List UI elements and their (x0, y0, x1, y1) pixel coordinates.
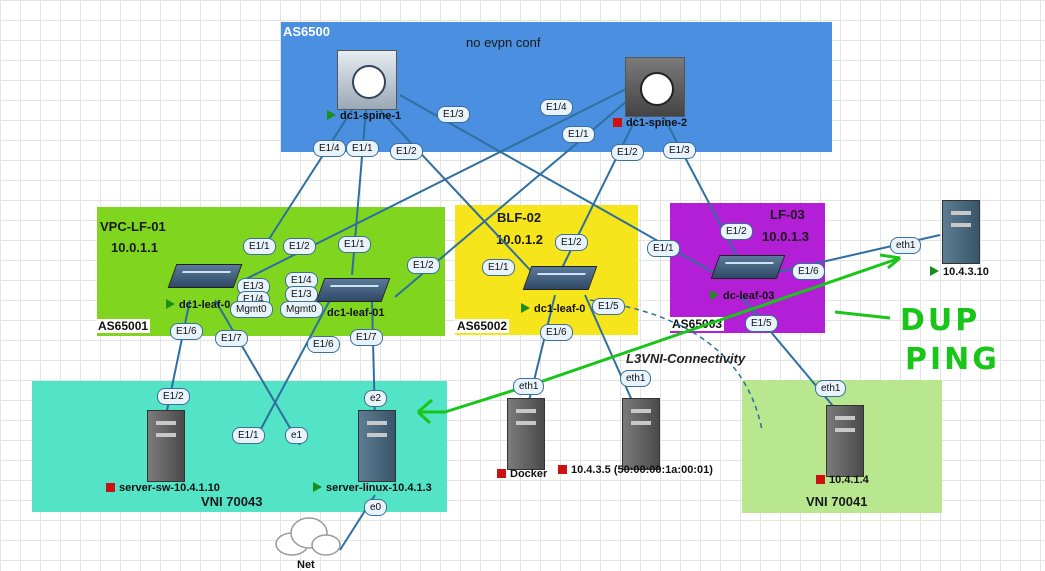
vni41-label: VNI 70041 (806, 494, 868, 509)
port-label: Mgmt0 (230, 301, 273, 318)
status-up-icon (710, 290, 719, 300)
host435-label: 10.4.3.5 (50:00:00:1a:00:01) (558, 464, 713, 476)
link-l1-lin (214, 299, 301, 446)
server-sw-icon[interactable] (147, 410, 185, 482)
blf-as-label: AS65002 (455, 319, 510, 333)
lf03-ip: 10.0.1.3 (762, 229, 809, 244)
server-linux-label: server-linux-10.4.1.3 (313, 482, 432, 494)
port-label: E1/6 (792, 263, 825, 280)
spine-note: no evpn conf (466, 35, 541, 50)
port-label: e1 (285, 427, 309, 444)
blf-title: BLF-02 (497, 210, 542, 225)
port-label: E1/3 (663, 142, 696, 159)
status-up-icon (313, 482, 322, 492)
port-label: E1/6 (540, 324, 573, 341)
host414-server-icon[interactable] (826, 405, 864, 477)
status-down-icon (613, 118, 622, 127)
port-label: E1/1 (338, 236, 371, 253)
port-label: e0 (364, 499, 388, 516)
net-label: Net (297, 559, 315, 571)
status-up-icon (327, 110, 336, 120)
host414-label: 10.4.1.4 (816, 474, 869, 486)
port-label: E1/1 (647, 240, 680, 257)
blf-ip: 10.0.1.2 (496, 232, 543, 247)
host4310-server-icon[interactable] (942, 200, 980, 264)
port-label: eth1 (890, 237, 922, 254)
spine2-label: dc1-spine-2 (613, 117, 687, 129)
ping-arrow-head-left (416, 398, 445, 425)
port-label: E1/1 (243, 238, 276, 255)
l3vni-annotation: L3VNI-Connectivity (626, 351, 746, 366)
port-label: E1/2 (157, 388, 190, 405)
lf03-title: LF-03 (770, 207, 805, 222)
handwritten-dup: DUP (900, 303, 981, 338)
leaf03-label: dc-leaf-03 (710, 290, 774, 302)
port-label: E1/1 (562, 126, 595, 143)
status-down-icon (106, 483, 115, 492)
leaf01a-label: dc1-leaf-0 (166, 299, 230, 311)
status-up-icon (166, 299, 175, 309)
vpc-title: VPC-LF-01 (100, 219, 166, 234)
link-s1-l1a (261, 109, 353, 251)
vni43-label: VNI 70043 (201, 494, 263, 509)
port-label: E1/1 (482, 259, 515, 276)
port-label: e2 (364, 390, 388, 407)
leaf01b-label: dc1-leaf-01 (327, 307, 385, 319)
port-label: E1/4 (540, 99, 573, 116)
host4310-label: 10.4.3.10 (930, 266, 989, 278)
ping-swoosh (834, 310, 891, 320)
status-down-icon (497, 469, 506, 478)
host435-server-icon[interactable] (622, 398, 660, 470)
spine1-switch-icon[interactable] (337, 50, 397, 110)
port-label: E1/1 (232, 427, 265, 444)
status-down-icon (558, 465, 567, 474)
port-label: E1/2 (720, 223, 753, 240)
status-up-icon (521, 303, 530, 313)
docker-server-icon[interactable] (507, 398, 545, 470)
port-label: E1/7 (215, 330, 248, 347)
lf03-as-label: AS65003 (670, 317, 725, 331)
l3vni-dashed-link (589, 299, 763, 431)
status-down-icon (816, 475, 825, 484)
port-label: E1/2 (283, 238, 316, 255)
port-label: E1/5 (592, 298, 625, 315)
spine1-label: dc1-spine-1 (327, 110, 401, 122)
port-label: E1/7 (350, 329, 383, 346)
link-l1b-sw (254, 299, 331, 441)
server-linux-icon[interactable] (358, 410, 396, 482)
spine2-switch-icon[interactable] (625, 57, 685, 117)
port-label: E1/3 (437, 106, 470, 123)
status-up-icon (930, 266, 939, 276)
port-label: E1/6 (170, 323, 203, 340)
docker-label: Docker (497, 468, 547, 480)
net-cloud-icon (275, 517, 341, 556)
vpc-ip: 10.0.1.1 (111, 240, 158, 255)
spine-as-label: AS6500 (283, 24, 330, 39)
port-label: E1/2 (390, 143, 423, 160)
port-label: eth1 (815, 380, 847, 397)
ping-arrow-head-right (879, 253, 901, 270)
link-s1-l2 (379, 109, 533, 273)
port-label: E1/5 (745, 315, 778, 332)
vpc-as-label: AS65001 (96, 319, 151, 333)
port-label: E1/6 (307, 336, 340, 353)
handwritten-ping: PING (905, 342, 1000, 377)
port-label: E1/4 (313, 140, 346, 157)
port-label: E1/2 (407, 257, 440, 274)
port-label: eth1 (620, 370, 652, 387)
port-label: E1/2 (611, 144, 644, 161)
server-sw-label: server-sw-10.4.1.10 (106, 482, 220, 494)
port-label: Mgmt0 (280, 301, 323, 318)
port-label: E1/2 (555, 234, 588, 251)
leaf02-label: dc1-leaf-0 (521, 303, 585, 315)
port-label: eth1 (513, 378, 545, 395)
port-label: E1/1 (346, 140, 379, 157)
